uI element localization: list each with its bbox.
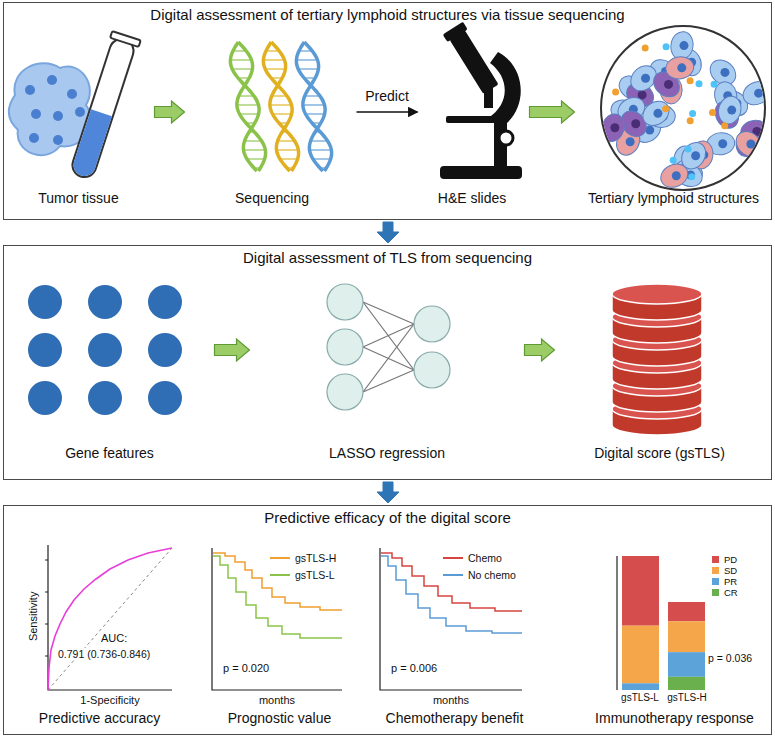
legend-text: CR	[723, 587, 739, 598]
block-arrow	[377, 482, 399, 503]
block-arrow	[530, 101, 575, 123]
figure-item: Tumor tissue	[8, 28, 150, 210]
chart-label: p = 0.020	[222, 662, 270, 675]
database-stack	[612, 284, 702, 435]
caption-text: Gene features	[65, 445, 154, 461]
tls-cells	[598, 30, 774, 192]
chart-label: 0.791 (0.736-0.846)	[57, 648, 151, 660]
legend-entry: gsTLS-L	[270, 569, 336, 581]
tumor-cell	[29, 133, 39, 143]
tumor-cell	[75, 107, 85, 117]
caption-text: Predictive accuracy	[39, 710, 160, 726]
legend-text: PD	[723, 554, 738, 565]
tumor-cell	[67, 89, 77, 99]
chart-label: 1-Specificity	[79, 694, 140, 707]
block-arrow	[377, 222, 399, 243]
legend-swatch	[712, 556, 719, 563]
caption-text: H&E slides	[438, 190, 506, 206]
chart-label: Sensitivity	[28, 590, 41, 642]
dna-helices	[230, 42, 331, 171]
legend-swatch	[712, 589, 719, 596]
caption-text: Predictive efficacy of the digital score	[4, 506, 771, 526]
gene-dots	[28, 285, 182, 415]
legend-entry: gsTLS-H	[270, 552, 337, 564]
tumor-cell	[53, 111, 63, 121]
chart-label: p = 0.006	[390, 662, 438, 675]
roc-chart	[45, 545, 172, 690]
lasso-network	[327, 284, 450, 410]
bar-chart	[617, 556, 705, 690]
test-tube	[66, 31, 140, 181]
figure-item: Tertiary lymphoid structures	[580, 28, 768, 210]
chart-label: AUC:	[100, 632, 128, 645]
tumor-cell	[31, 109, 41, 119]
legend-text: SD	[723, 565, 738, 576]
legend-text: gsTLS-L	[294, 569, 336, 581]
chart-label: months	[432, 694, 470, 707]
km-chart	[212, 548, 342, 690]
legend-line-sample	[270, 574, 290, 576]
tumor-cell	[47, 75, 57, 85]
caption-text: Digital assessment of TLS from sequencin…	[4, 246, 771, 266]
block-arrow	[525, 339, 555, 361]
legend-text: PR	[723, 576, 738, 587]
legend-line-sample	[270, 557, 290, 559]
legend-entry: SD	[712, 565, 738, 576]
legend-text: Chemo	[467, 552, 503, 564]
predict-arrow	[357, 111, 418, 113]
figure-item: Predictive accuracy	[10, 535, 190, 730]
chart-label: gsTLS-H	[666, 692, 707, 704]
caption-text: Sequencing	[235, 190, 309, 206]
chart-label: months	[258, 694, 296, 707]
caption-text: Digital score (gsTLS)	[594, 445, 725, 461]
caption-text: Tertiary lymphoid structures	[588, 190, 759, 206]
figure-item: Sequencing	[190, 28, 355, 210]
caption-text: Prognostic value	[228, 710, 332, 726]
tumor-cell	[53, 135, 63, 145]
section-panel: Digital assessment of tertiary lymphoid …	[3, 2, 772, 220]
section-panel: Predictive efficacy of the digital score…	[3, 505, 772, 735]
section-panel: Digital assessment of TLS from sequencin…	[3, 245, 772, 480]
tumor-cell	[25, 85, 35, 95]
legend-line-sample	[443, 574, 463, 576]
legend-text: No chemo	[467, 569, 517, 581]
figure-item: H&E slides	[420, 28, 525, 210]
edge-label: Predict	[364, 88, 410, 104]
figure-item: Chemotherapy benefit	[365, 535, 545, 730]
figure-item: Gene features	[10, 275, 210, 465]
legend-line-sample	[443, 557, 463, 559]
legend-entry: PD	[712, 554, 738, 565]
legend-text: gsTLS-H	[294, 552, 337, 564]
chart-label: p = 0.036	[707, 652, 753, 664]
legend-swatch	[712, 578, 719, 585]
microscope	[440, 22, 522, 179]
caption-text: LASSO regression	[329, 445, 445, 461]
chemo-chart	[380, 548, 522, 690]
block-arrow	[155, 101, 185, 123]
chart-label: gsTLS-L	[620, 692, 660, 704]
caption-text: Tumor tissue	[38, 190, 118, 206]
legend-entry: PR	[712, 576, 738, 587]
block-arrow	[215, 339, 250, 361]
caption-text: Digital assessment of tertiary lymphoid …	[4, 3, 771, 23]
figure-item: Immunotherapy response	[585, 535, 765, 730]
legend-entry: No chemo	[443, 569, 517, 581]
legend-entry: CR	[712, 587, 739, 598]
caption-text: Chemotherapy benefit	[386, 710, 524, 726]
legend-entry: Chemo	[443, 552, 503, 564]
figure-item: Prognostic value	[200, 535, 360, 730]
figure-item: Digital score (gsTLS)	[560, 275, 760, 465]
figure-item: LASSO regression	[255, 275, 520, 465]
caption-text: Immunotherapy response	[595, 710, 754, 726]
legend-swatch	[712, 567, 719, 574]
